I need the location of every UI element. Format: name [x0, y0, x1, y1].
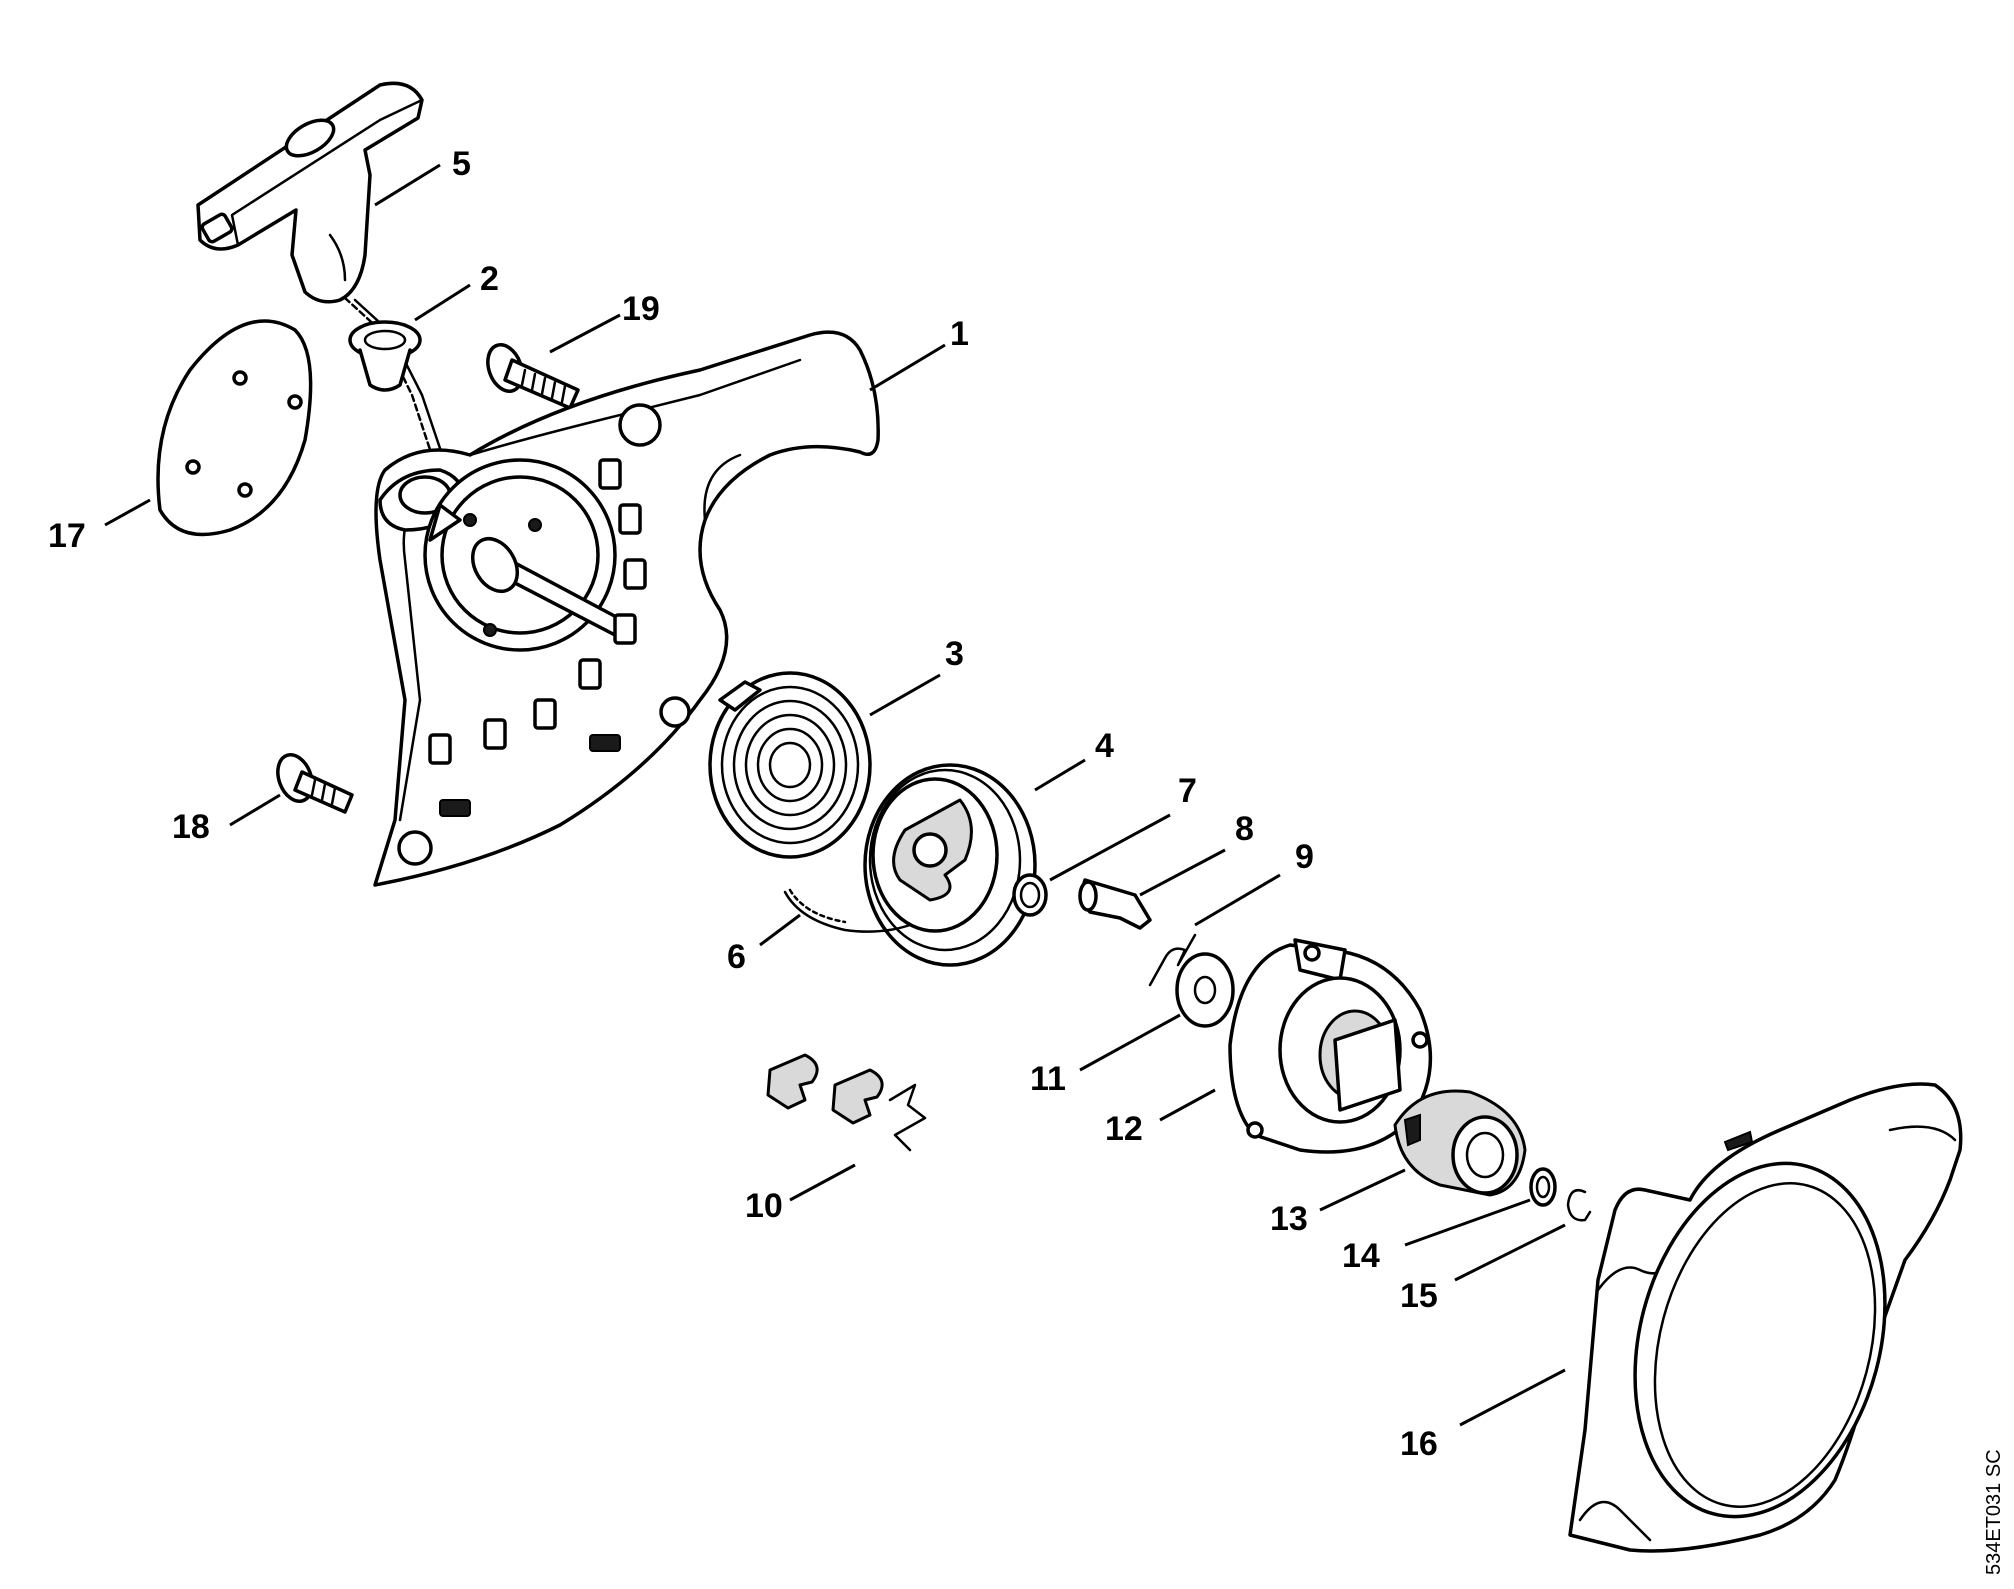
part-6-rope — [783, 888, 912, 933]
callout-2: 2 — [480, 260, 499, 298]
part-8-pawl — [1078, 878, 1152, 930]
leader-15 — [1454, 1223, 1566, 1282]
leader-lines — [104, 163, 1566, 1427]
leader-14 — [1404, 1198, 1531, 1247]
leader-5 — [374, 163, 441, 207]
callout-12: 12 — [1105, 1110, 1143, 1148]
part-17-cover-plate — [156, 319, 313, 537]
callout-3: 3 — [945, 635, 964, 673]
leader-11 — [1079, 1013, 1181, 1072]
part-15-circlip — [1566, 1188, 1592, 1222]
callout-13: 13 — [1270, 1200, 1308, 1238]
part-3-rewind-spring — [708, 671, 872, 859]
callout-8: 8 — [1235, 810, 1254, 848]
part-14-washer — [1529, 1167, 1557, 1207]
part-16-cover-shroud — [1568, 1082, 1963, 1553]
leader-4 — [1034, 758, 1086, 792]
part-11-washer — [1175, 952, 1235, 1028]
leader-8 — [1139, 848, 1226, 897]
leader-1 — [869, 343, 946, 392]
leader-7 — [1049, 813, 1171, 882]
callout-15: 15 — [1400, 1277, 1438, 1315]
part-7-washer — [1012, 873, 1048, 917]
drawing-code: 534ET031 SC — [1983, 1449, 2005, 1575]
part-5-starter-grip — [196, 81, 424, 304]
callout-11: 11 — [1030, 1060, 1066, 1098]
callout-17: 17 — [48, 517, 86, 555]
part-13-starter-cup — [1393, 1089, 1527, 1197]
callout-6: 6 — [727, 938, 746, 976]
leader-13 — [1319, 1168, 1406, 1212]
part-4-rope-rotor — [863, 763, 1037, 967]
callout-18: 18 — [172, 808, 210, 846]
leader-18 — [229, 793, 281, 827]
callout-16: 16 — [1400, 1425, 1438, 1463]
callout-5: 5 — [452, 145, 471, 183]
callout-labels: 5 2 19 1 17 3 4 18 7 8 9 6 11 12 10 13 1… — [48, 145, 1438, 1463]
callout-4: 4 — [1095, 727, 1114, 765]
callout-10: 10 — [745, 1187, 783, 1225]
callout-1: 1 — [950, 315, 969, 353]
leader-12 — [1159, 1088, 1216, 1122]
leader-16 — [1459, 1368, 1566, 1427]
callout-7: 7 — [1178, 772, 1197, 810]
callout-9: 9 — [1295, 838, 1314, 876]
part-12-carrier — [1228, 938, 1433, 1154]
part-19-screw — [486, 343, 580, 410]
leader-17 — [104, 498, 151, 527]
part-18-screw — [276, 753, 354, 814]
leader-2 — [414, 283, 471, 322]
leader-19 — [549, 313, 621, 354]
leader-3 — [869, 673, 941, 717]
callout-14: 14 — [1342, 1237, 1380, 1275]
leader-9 — [1194, 873, 1281, 927]
callout-19: 19 — [622, 290, 660, 328]
leader-10 — [789, 1163, 856, 1202]
part-2-rope-guide-bush — [348, 320, 422, 392]
fan-housing-vent-slots — [428, 458, 647, 817]
part-1-fan-housing — [373, 330, 880, 887]
part-9-spring-clip — [1148, 933, 1197, 987]
leader-6 — [759, 913, 801, 947]
part-10-pawls — [766, 1053, 927, 1152]
